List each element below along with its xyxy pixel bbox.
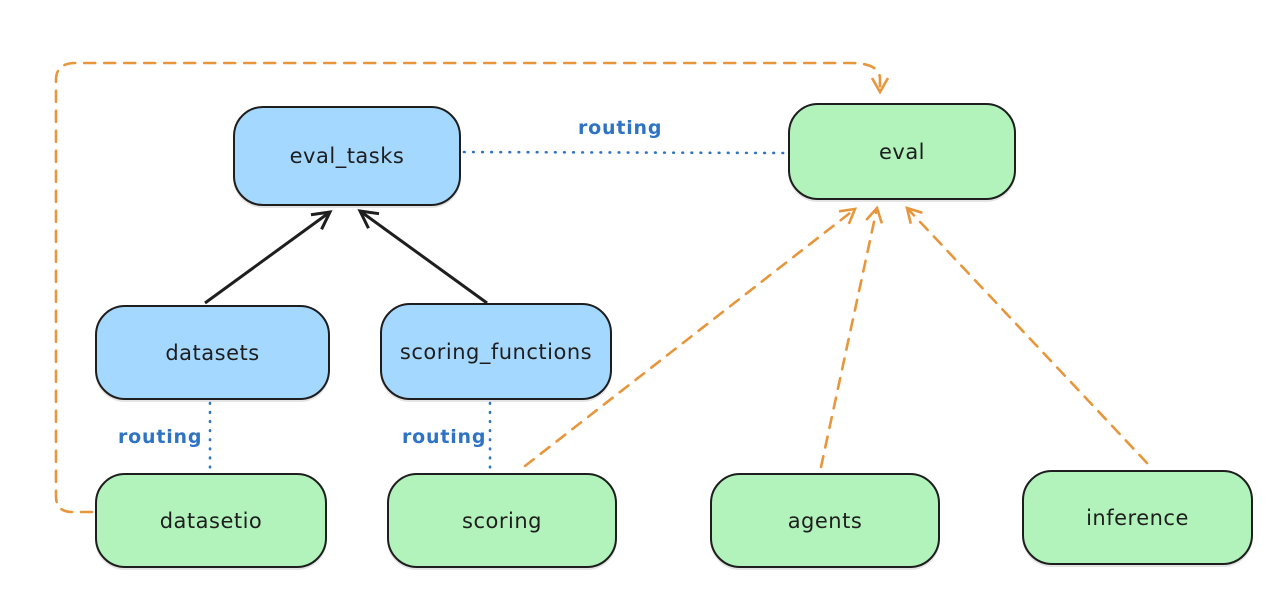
node-agents: agents xyxy=(710,473,940,568)
edge-routing-eval-tasks-to-eval xyxy=(462,150,787,155)
node-datasets-label: datasets xyxy=(165,340,260,365)
node-datasetio-label: datasetio xyxy=(159,508,263,533)
node-scoring: scoring xyxy=(387,473,617,568)
node-scoring-functions: scoring_functions xyxy=(380,303,612,400)
routing-label-scoring-functions-scoring: routing xyxy=(402,426,487,448)
node-eval-tasks: eval_tasks xyxy=(233,106,461,206)
node-scoring-label: scoring xyxy=(462,508,542,533)
node-datasetio: datasetio xyxy=(95,473,327,568)
routing-label-eval-tasks-eval: routing xyxy=(578,117,663,139)
edge-scoring-to-eval xyxy=(523,207,858,468)
edge-datasetio-to-eval xyxy=(54,61,890,514)
routing-label-datasets-datasetio: routing xyxy=(118,426,203,448)
node-agents-label: agents xyxy=(787,508,863,533)
node-inference-label: inference xyxy=(1086,505,1189,530)
node-datasets: datasets xyxy=(95,305,330,400)
edge-scoring-functions-to-eval-tasks xyxy=(357,209,488,305)
node-scoring-functions-label: scoring_functions xyxy=(399,339,593,364)
node-eval: eval xyxy=(788,103,1016,200)
edge-agents-to-eval xyxy=(819,205,884,469)
node-eval-label: eval xyxy=(878,139,926,164)
node-inference: inference xyxy=(1022,470,1253,565)
node-eval-tasks-label: eval_tasks xyxy=(289,144,405,168)
edge-datasets-to-eval-tasks xyxy=(204,210,333,305)
edge-inference-to-eval xyxy=(905,206,1149,465)
